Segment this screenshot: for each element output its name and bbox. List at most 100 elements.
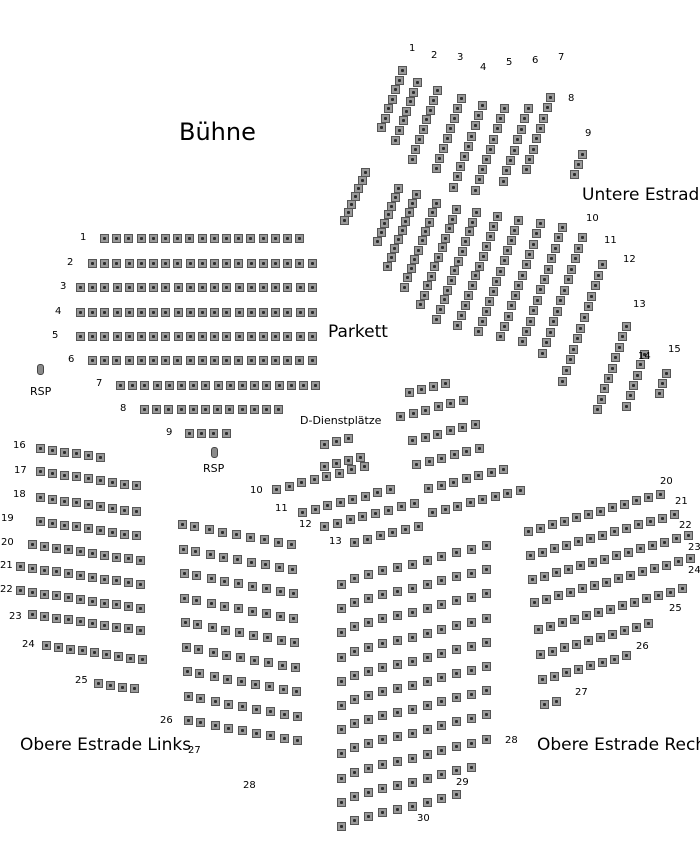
untere-estrade-col-20-seat[interactable]	[549, 317, 558, 326]
untere-estrade-col-18-seat[interactable]	[525, 250, 534, 259]
dienst-row-13-seat[interactable]	[401, 525, 410, 534]
dienst-row-13-seat[interactable]	[350, 538, 359, 547]
untere-estrade-col-18-seat[interactable]	[507, 301, 516, 310]
obere-links-row-23-seat[interactable]	[52, 614, 61, 623]
parkett-row-2-seat[interactable]	[112, 259, 121, 268]
untere-estrade-col-24-seat[interactable]	[662, 369, 671, 378]
untere-estrade-col-19-seat[interactable]	[551, 244, 560, 253]
obere-links-col-1-seat[interactable]	[182, 643, 191, 652]
untere-estrade-col-7-seat[interactable]	[520, 114, 529, 123]
dienst-row-13-seat[interactable]	[376, 531, 385, 540]
untere-estrade-col-4-seat[interactable]	[457, 94, 466, 103]
obere-rechts-row-23-seat[interactable]	[530, 598, 539, 607]
untere-estrade-col-13-seat[interactable]	[425, 218, 434, 227]
untere-estrade-col-9-seat[interactable]	[574, 160, 583, 169]
parkett-row-6-seat[interactable]	[186, 356, 195, 365]
center-col-3-seat[interactable]	[364, 715, 373, 724]
obere-links-col-2-seat[interactable]	[190, 522, 199, 531]
parkett-row-4-seat[interactable]	[308, 308, 317, 317]
untere-estrade-col-22-seat[interactable]	[600, 384, 609, 393]
obere-rechts-row-23-seat[interactable]	[638, 567, 647, 576]
untere-estrade-col-12-seat[interactable]	[394, 235, 403, 244]
parkett-row-7-seat[interactable]	[153, 381, 162, 390]
dienst-block-3-seat[interactable]	[421, 433, 430, 442]
untere-estrade-col-2-seat[interactable]	[395, 126, 404, 135]
parkett-row-3-seat[interactable]	[100, 283, 109, 292]
untere-estrade-col-14-seat[interactable]	[430, 262, 439, 271]
untere-estrade-col-20-seat[interactable]	[538, 349, 547, 358]
parkett-row-6-seat[interactable]	[161, 356, 170, 365]
center-col-5-seat[interactable]	[393, 660, 402, 669]
untere-estrade-col-20-seat[interactable]	[556, 296, 565, 305]
parkett-row-5-seat[interactable]	[113, 332, 122, 341]
parkett-row-2-seat[interactable]	[198, 259, 207, 268]
center-col-4-seat[interactable]	[378, 760, 387, 769]
center-col-5-seat[interactable]	[393, 781, 402, 790]
center-col-2-seat[interactable]	[350, 622, 359, 631]
center-col-2-seat[interactable]	[350, 647, 359, 656]
obere-rechts-row-23-seat[interactable]	[626, 571, 635, 580]
parkett-row-3-seat[interactable]	[88, 283, 97, 292]
obere-links-row-20-seat[interactable]	[64, 545, 73, 554]
untere-estrade-col-1-seat[interactable]	[398, 66, 407, 75]
center-col-5-seat[interactable]	[393, 563, 402, 572]
parkett-row-4-seat[interactable]	[113, 308, 122, 317]
parkett-row-5-seat[interactable]	[76, 332, 85, 341]
parkett-row-7-seat[interactable]	[250, 381, 259, 390]
parkett-row-9-seat[interactable]	[185, 429, 194, 438]
untere-estrade-col-15-seat[interactable]	[461, 237, 470, 246]
center-col-7-seat[interactable]	[423, 774, 432, 783]
obere-links-col-5-seat[interactable]	[232, 530, 241, 539]
parkett-row-6-seat[interactable]	[234, 356, 243, 365]
center-col-1-seat[interactable]	[337, 677, 346, 686]
untere-estrade-col-10-seat[interactable]	[340, 216, 349, 225]
center-col-7-seat[interactable]	[423, 629, 432, 638]
center-col-3-seat[interactable]	[364, 667, 373, 676]
obere-rechts-row-23-seat[interactable]	[566, 588, 575, 597]
untere-estrade-col-11-seat[interactable]	[391, 193, 400, 202]
center-col-8-seat[interactable]	[437, 721, 446, 730]
center-col-6-seat[interactable]	[408, 608, 417, 617]
obere-links-col-4-seat[interactable]	[220, 577, 229, 586]
untere-estrade-col-4-seat[interactable]	[443, 134, 452, 143]
center-col-6-seat[interactable]	[408, 584, 417, 593]
dienst-block-1-seat[interactable]	[429, 382, 438, 391]
untere-estrade-col-16-seat[interactable]	[493, 212, 502, 221]
untere-estrade-col-19-seat[interactable]	[533, 296, 542, 305]
untere-estrade-col-17-seat[interactable]	[503, 246, 512, 255]
obere-links-col-8-seat[interactable]	[278, 661, 287, 670]
obere-links-row-18-seat[interactable]	[96, 502, 105, 511]
dienst-row-10-seat[interactable]	[297, 478, 306, 487]
obere-links-row-18-seat[interactable]	[132, 507, 141, 516]
center-col-4-seat[interactable]	[378, 808, 387, 817]
obere-rechts-row-23-seat[interactable]	[542, 595, 551, 604]
untere-estrade-col-17-seat[interactable]	[482, 307, 491, 316]
untere-estrade-col-3-seat[interactable]	[433, 86, 442, 95]
untere-estrade-col-7-seat[interactable]	[499, 177, 508, 186]
dienst-row-12-seat[interactable]	[358, 512, 367, 521]
obere-links-row-20-seat[interactable]	[136, 556, 145, 565]
parkett-row-1-seat[interactable]	[234, 234, 243, 243]
center-col-10-seat[interactable]	[467, 763, 476, 772]
obere-rechts-row-20-seat[interactable]	[572, 513, 581, 522]
obere-rechts-row-25-seat[interactable]	[632, 623, 641, 632]
dienst-block-4-seat[interactable]	[475, 444, 484, 453]
obere-links-row-17-seat[interactable]	[48, 469, 57, 478]
center-col-11-seat[interactable]	[482, 541, 491, 550]
center-col-1-seat[interactable]	[337, 628, 346, 637]
obere-links-row-18-seat[interactable]	[72, 498, 81, 507]
obere-rechts-row-24-seat[interactable]	[618, 601, 627, 610]
parkett-row-2-seat[interactable]	[247, 259, 256, 268]
obere-links-col-5-seat[interactable]	[234, 604, 243, 613]
obere-rechts-row-22-seat[interactable]	[636, 544, 645, 553]
center-col-5-seat[interactable]	[393, 587, 402, 596]
obere-links-row-18-seat[interactable]	[60, 497, 69, 506]
untere-estrade-col-15-seat[interactable]	[447, 276, 456, 285]
parkett-row-7-seat[interactable]	[238, 381, 247, 390]
center-col-2-seat[interactable]	[350, 695, 359, 704]
untere-estrade-col-3-seat[interactable]	[429, 96, 438, 105]
obere-rechts-row-26-seat[interactable]	[598, 658, 607, 667]
untere-estrade-col-3-seat[interactable]	[415, 135, 424, 144]
untere-estrade-col-8-seat[interactable]	[536, 124, 545, 133]
parkett-row-7-seat[interactable]	[287, 381, 296, 390]
